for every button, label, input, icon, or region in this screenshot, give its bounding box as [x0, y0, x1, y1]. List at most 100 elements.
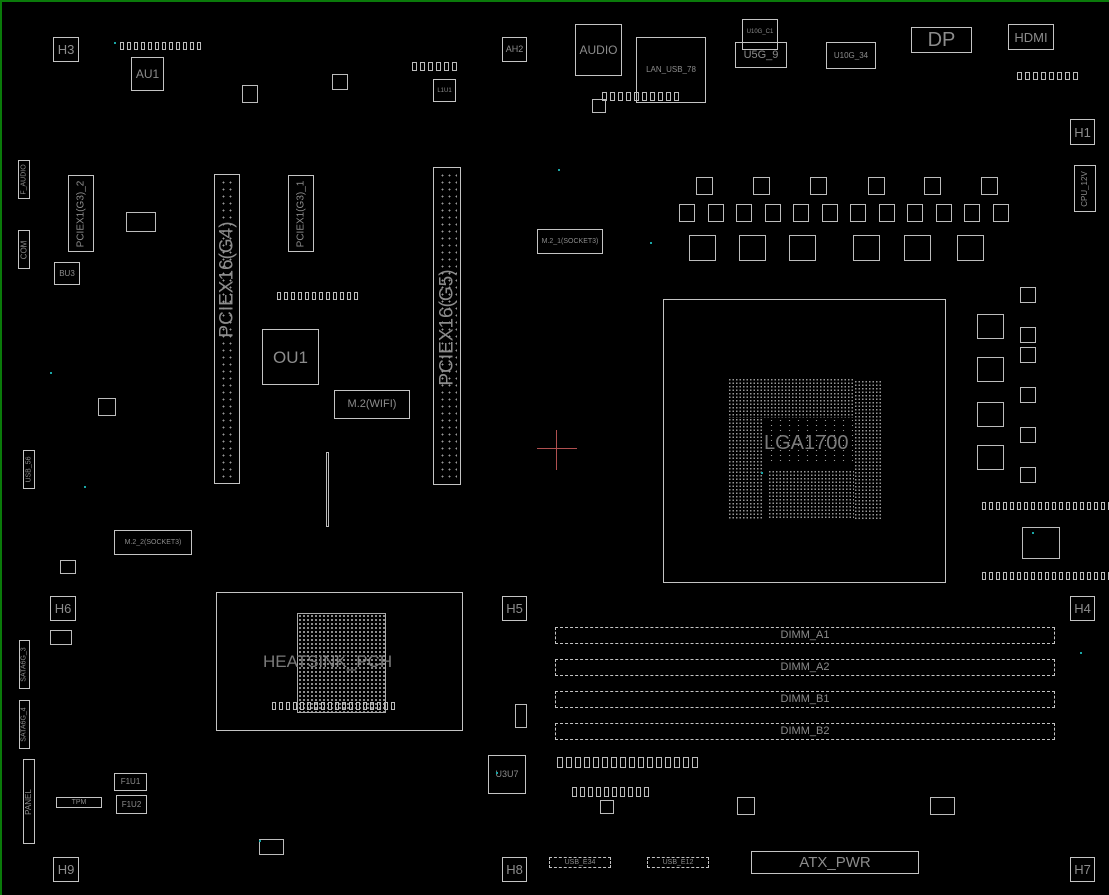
passive-component[interactable]: [618, 92, 623, 101]
slot-m2-2-socket3[interactable]: M.2_2(SOCKET3): [114, 530, 192, 555]
passive-component[interactable]: [197, 42, 201, 50]
passive-component[interactable]: [620, 787, 625, 797]
passive-component[interactable]: [1041, 72, 1046, 80]
vrm-inductor[interactable]: [977, 445, 1004, 470]
passive-component[interactable]: [612, 787, 617, 797]
passive-component[interactable]: [169, 42, 173, 50]
vrm-choke[interactable]: [868, 177, 885, 195]
passive-component[interactable]: [665, 757, 671, 768]
passive-component[interactable]: [666, 92, 671, 101]
passive-component[interactable]: [1065, 72, 1070, 80]
passive-component[interactable]: [1031, 572, 1035, 580]
chip-ou1[interactable]: OU1: [262, 329, 319, 385]
passive-component[interactable]: [588, 787, 593, 797]
connector-hdmi[interactable]: HDMI: [1008, 24, 1054, 50]
passive-component[interactable]: [1045, 572, 1049, 580]
vrm-inductor[interactable]: [957, 235, 984, 261]
passive-component[interactable]: [428, 62, 433, 71]
passive-component[interactable]: [1059, 572, 1063, 580]
ic-chip[interactable]: [259, 839, 284, 855]
vrm-mosfet[interactable]: [793, 204, 809, 222]
passive-component[interactable]: [1066, 502, 1070, 510]
vrm-choke[interactable]: [810, 177, 827, 195]
passive-component[interactable]: [610, 92, 615, 101]
passive-component[interactable]: [342, 702, 346, 710]
passive-component[interactable]: [1024, 572, 1028, 580]
vrm-mosfet[interactable]: [964, 204, 980, 222]
passive-component[interactable]: [636, 787, 641, 797]
passive-component[interactable]: [580, 787, 585, 797]
passive-component[interactable]: [1033, 72, 1038, 80]
passive-component[interactable]: [650, 92, 655, 101]
passive-component[interactable]: [1024, 502, 1028, 510]
passive-component[interactable]: [1038, 502, 1042, 510]
mounting-hole-h1[interactable]: H1: [1070, 119, 1095, 145]
passive-component[interactable]: [1049, 72, 1054, 80]
passive-component[interactable]: [176, 42, 180, 50]
connector-dp[interactable]: DP: [911, 27, 972, 53]
vrm-inductor[interactable]: [789, 235, 816, 261]
vrm-mosfet[interactable]: [907, 204, 923, 222]
ic-chip[interactable]: [930, 797, 955, 815]
passive-component[interactable]: [634, 92, 639, 101]
connector-cpu-12v[interactable]: CPU_12V: [1074, 165, 1096, 212]
passive-component[interactable]: [996, 572, 1000, 580]
passive-component[interactable]: [333, 292, 337, 300]
header-usb-56[interactable]: USB_56: [23, 450, 35, 489]
passive-component[interactable]: [1045, 502, 1049, 510]
passive-component[interactable]: [349, 702, 353, 710]
passive-component[interactable]: [305, 292, 309, 300]
vrm-mosfet[interactable]: [679, 204, 695, 222]
ic-chip[interactable]: [1022, 527, 1060, 559]
vrm-mosfet[interactable]: [1020, 287, 1036, 303]
passive-component[interactable]: [162, 42, 166, 50]
passive-component[interactable]: [1052, 572, 1056, 580]
mounting-hole-h4[interactable]: H4: [1070, 596, 1095, 621]
vrm-mosfet[interactable]: [992, 204, 1009, 222]
passive-component[interactable]: [326, 292, 330, 300]
passive-component[interactable]: [335, 702, 339, 710]
dimm-slot-b1[interactable]: DIMM_B1: [555, 691, 1055, 708]
passive-component[interactable]: [354, 292, 358, 300]
passive-component[interactable]: [377, 702, 381, 710]
passive-component[interactable]: [190, 42, 194, 50]
passive-component[interactable]: [1073, 572, 1077, 580]
passive-component[interactable]: [674, 757, 680, 768]
passive-component[interactable]: [384, 702, 388, 710]
passive-component[interactable]: [314, 702, 318, 710]
slot-pciex1-g3-2[interactable]: PCIEX1(G3)_2: [68, 175, 94, 252]
vrm-mosfet[interactable]: [1020, 327, 1036, 343]
passive-component[interactable]: [286, 702, 290, 710]
header-usb-e34[interactable]: USB_E34: [549, 857, 611, 868]
passive-component[interactable]: [629, 757, 635, 768]
passive-component[interactable]: [1073, 72, 1078, 80]
chip-u3u7[interactable]: U3U7: [488, 755, 526, 794]
passive-component[interactable]: [340, 292, 344, 300]
passive-component[interactable]: [602, 92, 607, 101]
ic-chip[interactable]: [592, 99, 606, 113]
passive-component[interactable]: [593, 757, 599, 768]
passive-component[interactable]: [141, 42, 145, 50]
passive-component[interactable]: [638, 757, 644, 768]
passive-component[interactable]: [982, 572, 986, 580]
vrm-inductor[interactable]: [689, 235, 716, 261]
ic-chip[interactable]: [50, 630, 72, 645]
passive-component[interactable]: [363, 702, 367, 710]
passive-component[interactable]: [1073, 502, 1077, 510]
passive-component[interactable]: [683, 757, 689, 768]
vrm-inductor[interactable]: [977, 314, 1004, 339]
dimm-slot-a1[interactable]: DIMM_A1: [555, 627, 1055, 644]
vrm-choke[interactable]: [924, 177, 941, 195]
passive-component[interactable]: [674, 92, 679, 101]
passive-component[interactable]: [1010, 502, 1014, 510]
passive-component[interactable]: [1059, 502, 1063, 510]
passive-component[interactable]: [319, 292, 323, 300]
passive-component[interactable]: [584, 757, 590, 768]
passive-component[interactable]: [391, 702, 395, 710]
passive-component[interactable]: [148, 42, 152, 50]
passive-component[interactable]: [444, 62, 449, 71]
header-tpm[interactable]: TPM: [56, 797, 102, 808]
vrm-inductor[interactable]: [904, 235, 931, 261]
passive-component[interactable]: [620, 757, 626, 768]
